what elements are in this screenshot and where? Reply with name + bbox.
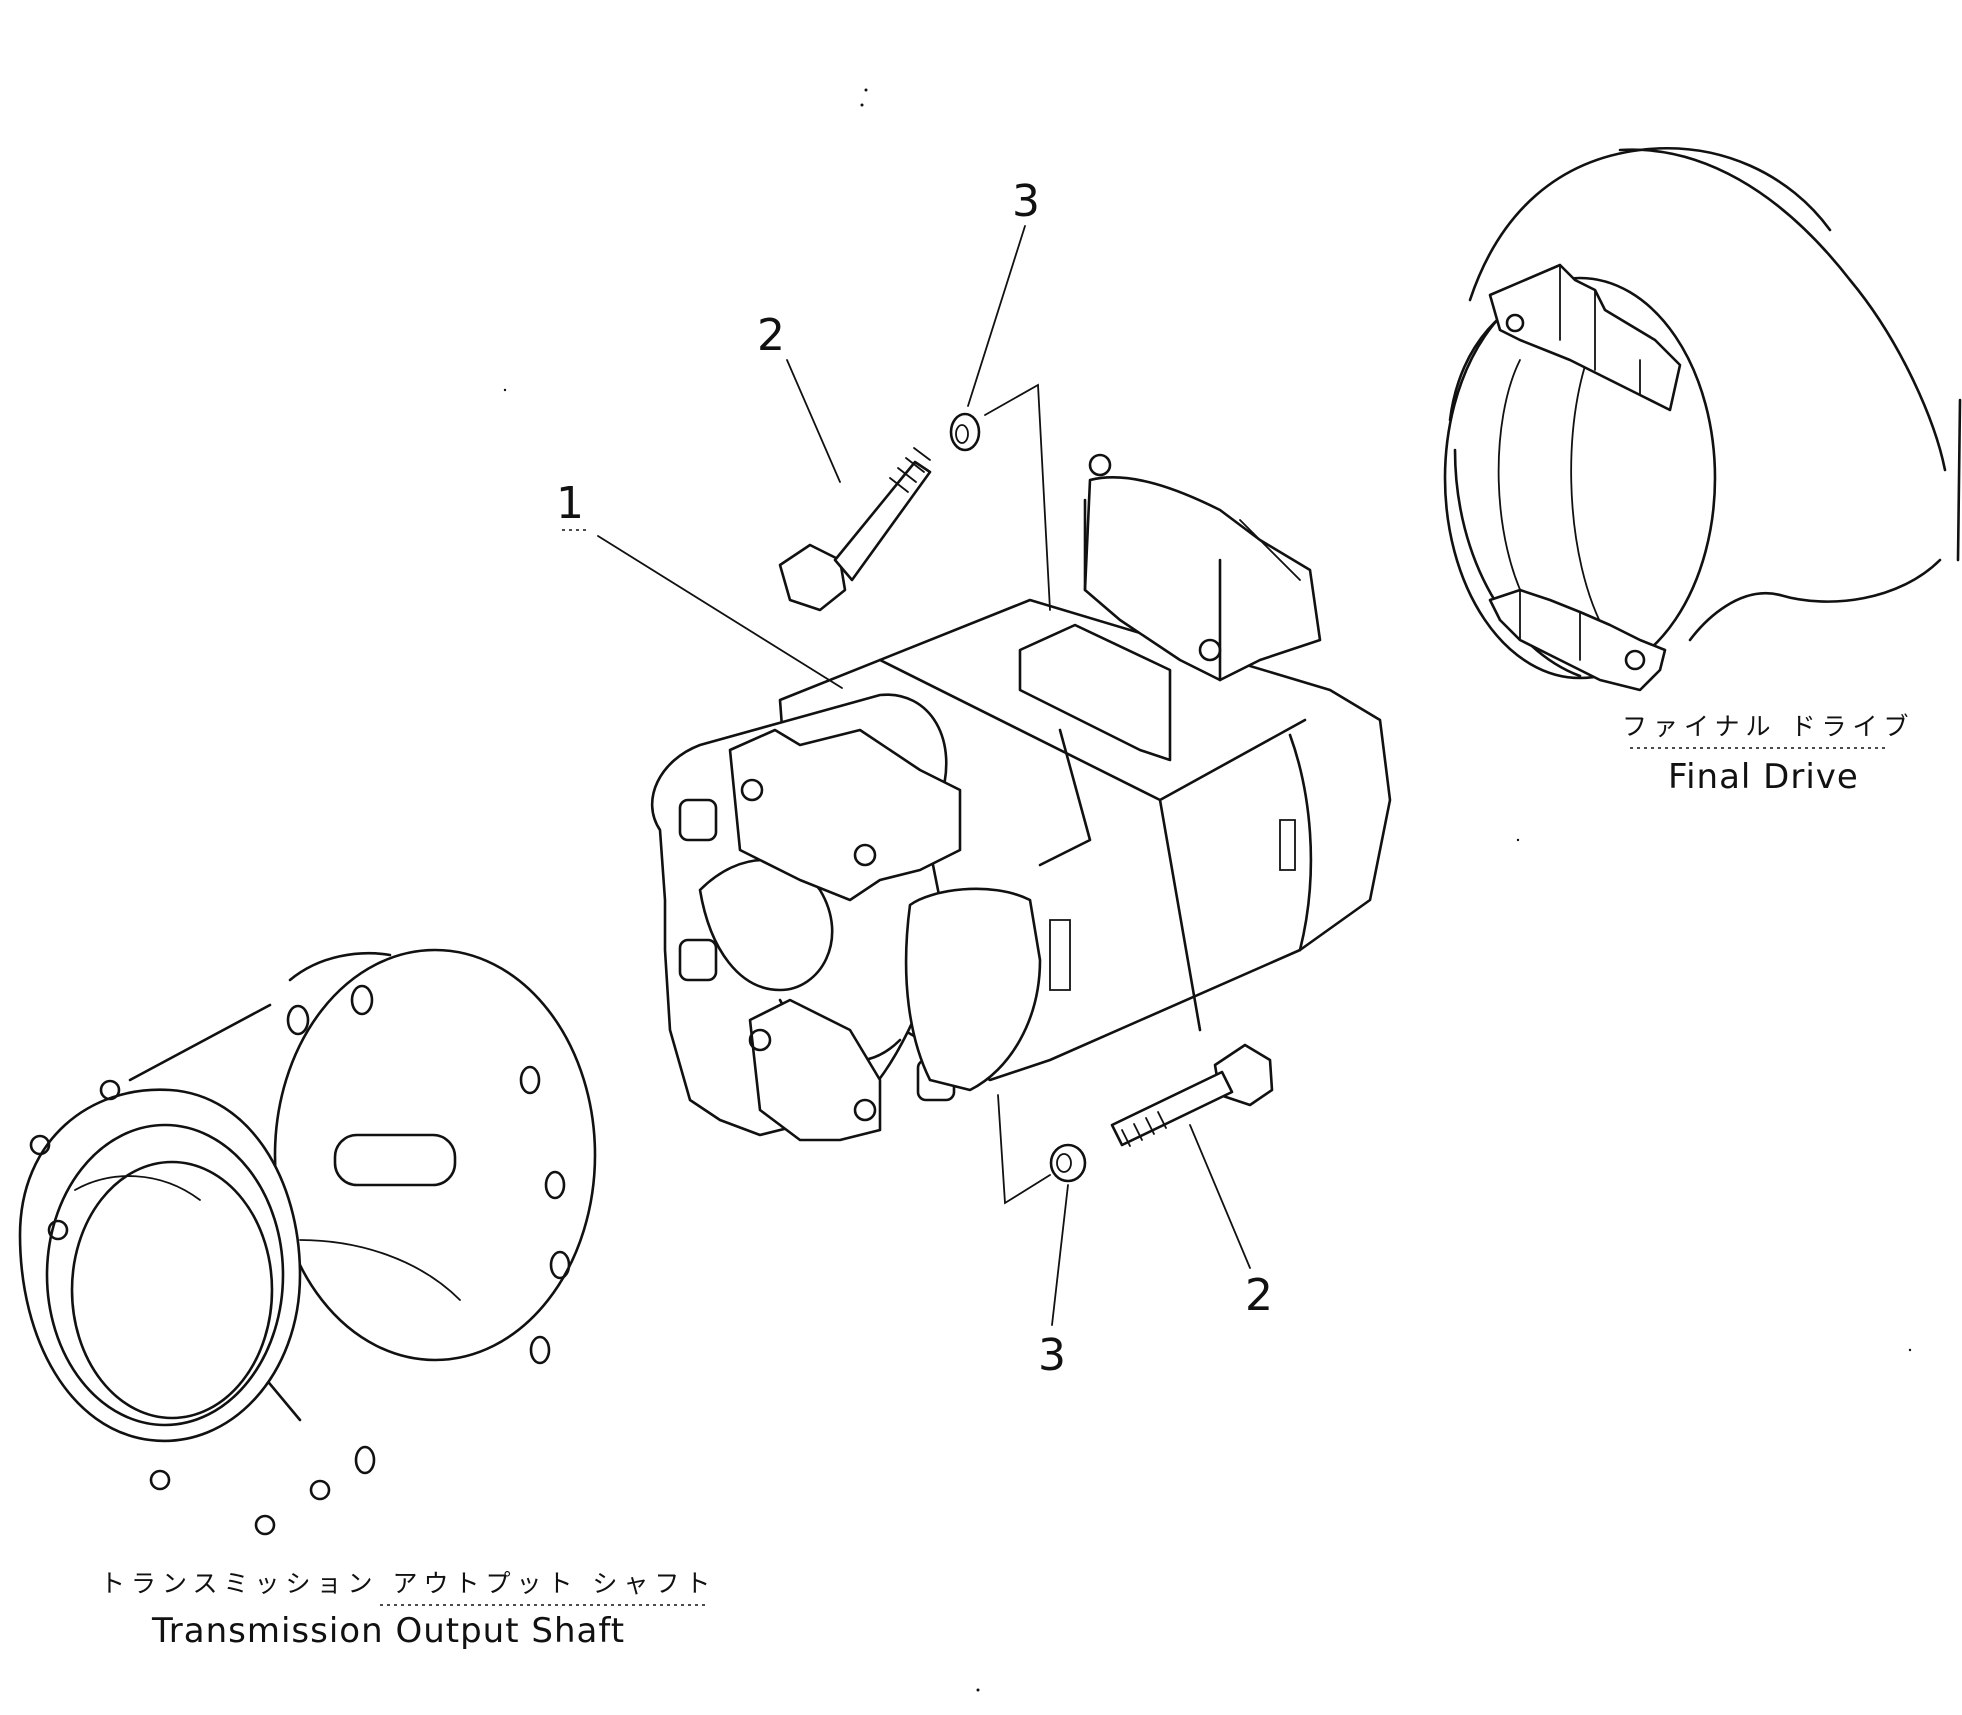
callout-part-2-top: 2 [757, 310, 785, 361]
transmission-output-shaft-drawing [18, 948, 597, 1536]
callout-part-3-top: 3 [1012, 176, 1040, 227]
callout-part-3-bottom: 3 [1038, 1330, 1066, 1381]
washer-bottom [1049, 1143, 1087, 1183]
callout-part-2-bottom: 2 [1245, 1270, 1273, 1321]
final-drive-label-jp: ファイナル ドライブ [1622, 712, 1914, 741]
output-shaft-label-en: Transmission Output Shaft [151, 1611, 625, 1651]
drive-shaft-assembly [650, 453, 1392, 1142]
bolt-bottom [1110, 1043, 1274, 1147]
final-drive-drawing [1443, 147, 1962, 692]
output-shaft-label-jp: トランスミッション アウトプット シャフト [100, 1569, 716, 1598]
bolt-top [778, 447, 932, 612]
washer-top [949, 412, 981, 452]
final-drive-label-en: Final Drive [1668, 757, 1859, 797]
callout-part-1: 1 [556, 478, 584, 529]
